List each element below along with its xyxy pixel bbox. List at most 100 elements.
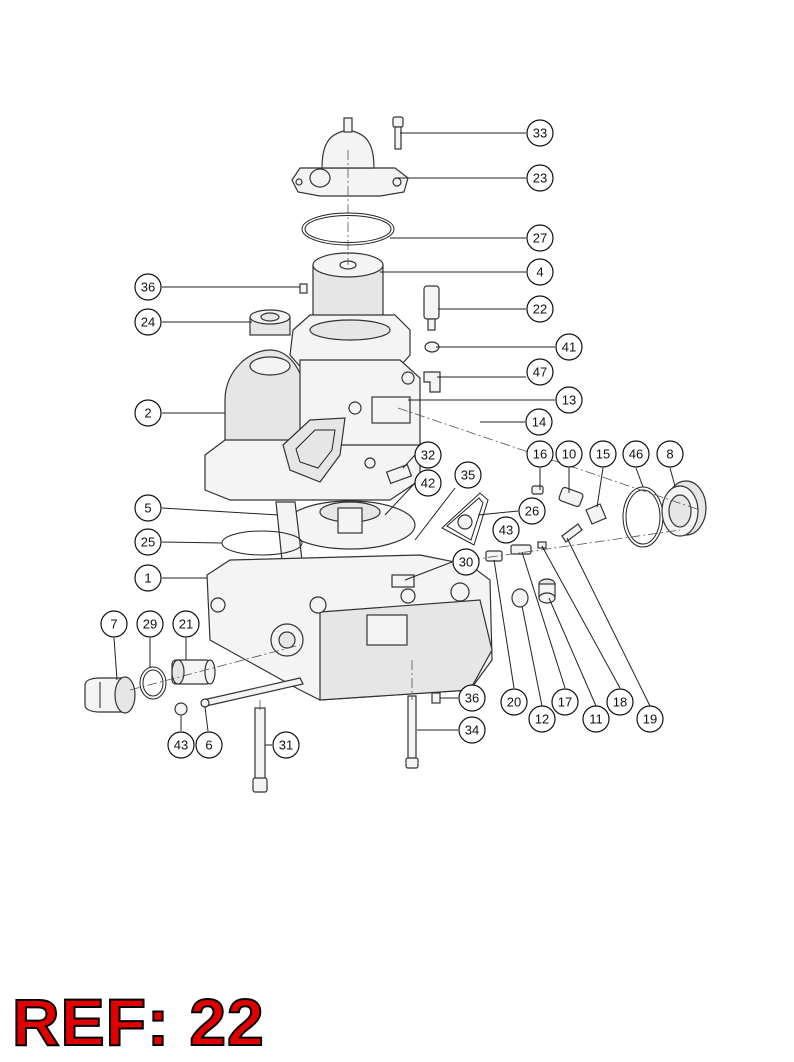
callout-2: 2: [134, 399, 162, 427]
callout-41: 41: [555, 333, 583, 361]
svg-text:32: 32: [421, 448, 435, 463]
svg-text:36: 36: [141, 280, 155, 295]
callout-43-center: 43: [492, 516, 520, 544]
part-cover-23: [291, 117, 409, 197]
part-nut-43-left: [174, 702, 188, 716]
part-fitting-16: [531, 485, 544, 495]
callout-31: 31: [272, 731, 300, 759]
part-fitting-10: [558, 486, 584, 508]
callout-20: 20: [500, 688, 528, 716]
svg-text:31: 31: [279, 738, 293, 753]
svg-text:7: 7: [110, 617, 117, 632]
callout-30: 30: [452, 548, 480, 576]
callout-8: 8: [656, 440, 684, 468]
part-body-1: [206, 554, 493, 701]
callouts: 33 23 27 4 36 22 24 41 47 2 13 14 16 10 …: [100, 119, 684, 759]
part-plate-35: [284, 500, 416, 550]
svg-text:12: 12: [535, 712, 549, 727]
part-washer-12: [511, 588, 529, 608]
svg-text:20: 20: [507, 695, 521, 710]
callout-14: 14: [525, 408, 553, 436]
part-fitting-18: [537, 541, 547, 549]
part-fitting-20: [485, 550, 503, 562]
part-fitting-19: [561, 523, 583, 543]
callout-19: 19: [636, 705, 664, 733]
part-bolt-31: [252, 707, 268, 793]
callout-15: 15: [589, 440, 617, 468]
part-nut-43-center: [457, 514, 473, 530]
svg-text:30: 30: [459, 555, 473, 570]
svg-text:41: 41: [562, 340, 576, 355]
callout-32: 32: [414, 441, 442, 469]
svg-text:47: 47: [533, 365, 547, 380]
callout-25: 25: [134, 528, 162, 556]
svg-text:16: 16: [533, 447, 547, 462]
part-gasket-26: [441, 492, 489, 546]
svg-text:34: 34: [465, 723, 479, 738]
svg-text:1: 1: [144, 571, 151, 586]
svg-text:43: 43: [174, 738, 188, 753]
callout-22: 22: [526, 295, 554, 323]
callout-33: 33: [526, 119, 554, 147]
svg-text:23: 23: [533, 171, 547, 186]
svg-text:46: 46: [629, 447, 643, 462]
callout-11: 11: [582, 705, 610, 733]
svg-text:29: 29: [143, 617, 157, 632]
part-square-30: [391, 574, 415, 588]
svg-text:15: 15: [596, 447, 610, 462]
part-rod-6: [200, 677, 304, 708]
svg-text:24: 24: [141, 315, 155, 330]
svg-text:14: 14: [532, 415, 546, 430]
part-cap-8: [661, 480, 707, 537]
svg-text:10: 10: [562, 447, 576, 462]
part-screw-32: [385, 463, 413, 485]
callout-16: 16: [526, 440, 554, 468]
callout-12: 12: [528, 705, 556, 733]
callout-24: 24: [134, 308, 162, 336]
svg-text:25: 25: [141, 535, 155, 550]
svg-text:42: 42: [421, 476, 435, 491]
callout-21: 21: [172, 610, 200, 638]
part-sensor-22: [423, 285, 440, 331]
svg-text:35: 35: [461, 468, 475, 483]
svg-text:27: 27: [533, 231, 547, 246]
svg-text:8: 8: [666, 447, 673, 462]
callout-29: 29: [136, 610, 164, 638]
svg-text:22: 22: [533, 302, 547, 317]
svg-text:18: 18: [613, 695, 627, 710]
svg-text:36: 36: [465, 691, 479, 706]
svg-text:4: 4: [536, 265, 543, 280]
part-cylinder-4: [289, 252, 411, 373]
callout-26: 26: [518, 497, 546, 525]
callout-36-top: 36: [134, 273, 162, 301]
svg-text:21: 21: [179, 617, 193, 632]
part-bolt-34: [405, 695, 419, 769]
callout-7: 7: [100, 610, 128, 638]
part-fitting-17: [510, 544, 532, 555]
part-screw-33: [392, 116, 404, 150]
part-housing-2: [204, 349, 421, 501]
callout-6: 6: [195, 731, 223, 759]
part-cap-7: [84, 676, 136, 714]
part-plug-11: [538, 578, 556, 604]
part-oring-46: [622, 486, 664, 548]
svg-text:33: 33: [533, 126, 547, 141]
callout-43-left: 43: [167, 731, 195, 759]
callout-47: 47: [526, 358, 554, 386]
part-elbow-47: [423, 371, 441, 393]
svg-text:43: 43: [499, 523, 513, 538]
callout-18: 18: [606, 688, 634, 716]
part-valve-15: [585, 503, 607, 525]
callout-13: 13: [555, 386, 583, 414]
callout-36-bottom: 36: [458, 684, 486, 712]
part-screw-36-bottom: [431, 692, 441, 704]
axis-lines: [129, 150, 701, 710]
callout-35: 35: [454, 461, 482, 489]
callout-23: 23: [526, 164, 554, 192]
part-plug-24: [249, 309, 291, 336]
svg-text:5: 5: [144, 501, 151, 516]
ref-label: REF: 22: [11, 984, 265, 1060]
svg-text:19: 19: [643, 712, 657, 727]
svg-text:17: 17: [558, 695, 572, 710]
